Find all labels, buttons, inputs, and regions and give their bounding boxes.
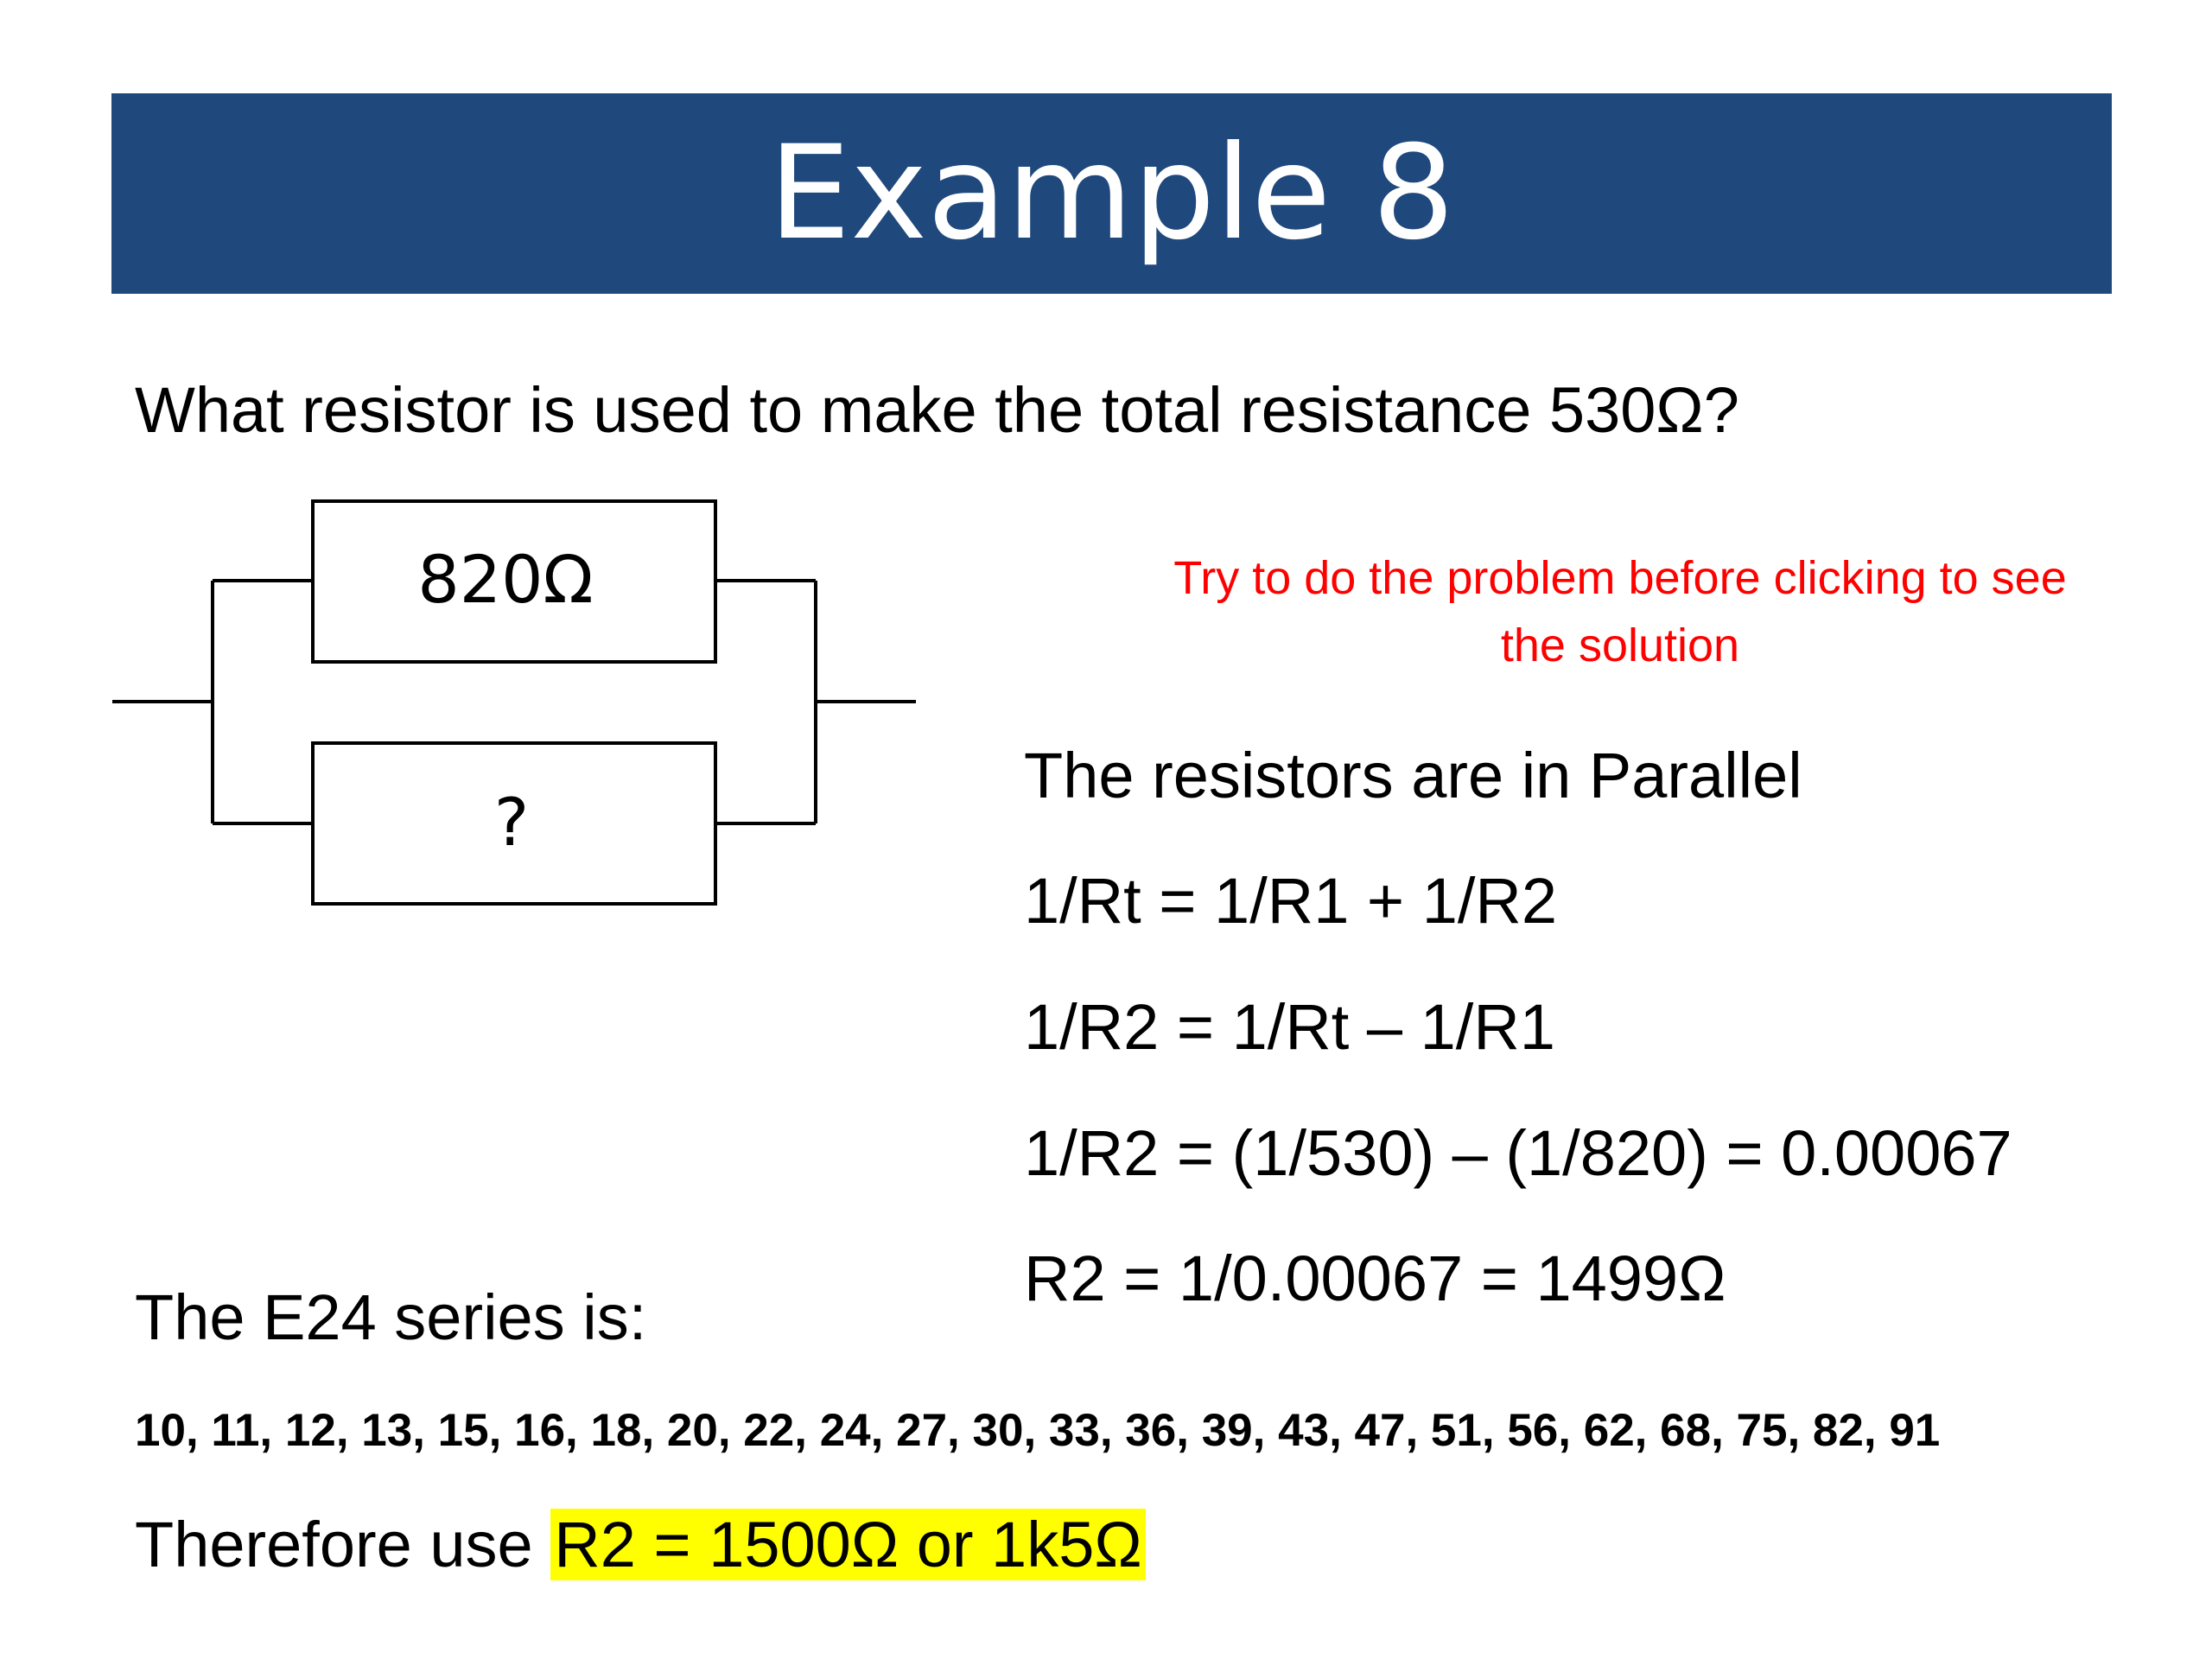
highlighted-answer: R2 = 1500Ω or 1k5Ω xyxy=(550,1509,1146,1580)
working-line-substituted: 1/R2 = (1/530) – (1/820) = 0.00067 xyxy=(1024,1117,2012,1189)
resistor-unknown-label: ? xyxy=(494,784,529,861)
working-line-rearranged: 1/R2 = 1/Rt – 1/R1 xyxy=(1024,991,1555,1063)
e24-series-values: 10, 11, 12, 13, 15, 16, 18, 20, 22, 24, … xyxy=(135,1405,1941,1456)
working-line-formula: 1/Rt = 1/R1 + 1/R2 xyxy=(1024,865,1558,937)
title-bar: Example 8 xyxy=(111,93,2112,294)
working-line-result: R2 = 1/0.00067 = 1499Ω xyxy=(1024,1243,1726,1314)
parallel-circuit-diagram: 820Ω ? xyxy=(112,499,916,906)
conclusion: Therefore use R2 = 1500Ω or 1k5Ω xyxy=(135,1499,1146,1591)
question-text: What resistor is used to make the total … xyxy=(135,374,1739,446)
e24-series-label: The E24 series is: xyxy=(135,1281,647,1353)
slide-title: Example 8 xyxy=(768,118,1455,269)
resistor-820-label: 820Ω xyxy=(417,541,593,618)
working-line-parallel: The resistors are in Parallel xyxy=(1024,740,1802,811)
hint-text: Try to do the problem before clicking to… xyxy=(1173,552,2067,671)
conclusion-prefix: Therefore use xyxy=(135,1509,551,1580)
